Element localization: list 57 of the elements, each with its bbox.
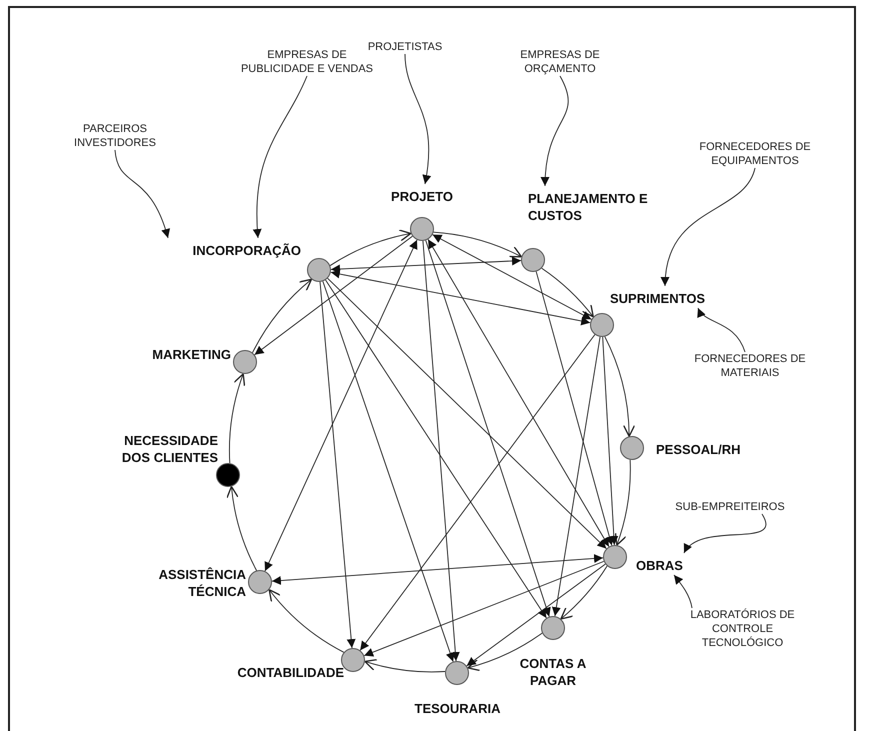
department-label: ASSISTÊNCIA TÉCNICA [158,566,246,600]
arrow [364,560,604,656]
arrow [698,308,746,352]
arrow [253,76,308,238]
arrow [360,334,596,651]
arrow [536,271,614,546]
cycle-arrow [226,486,257,571]
department-label: PLANEJAMENTO E CUSTOS [528,190,649,224]
department-label: CONTABILIDADE [236,664,344,681]
department-label: NECESSIDADE DOS CLIENTES [120,432,218,466]
arrow [661,168,756,286]
arrow [320,282,356,648]
cycle-arrow [614,459,631,546]
arrow [322,280,454,662]
external-agent-label: SUB-EMPREITEIROS [674,500,786,514]
arrow [264,239,418,572]
arrow [422,240,460,662]
external-agent-label: FORNECEDORES DE EQUIPAMENTOS [698,140,812,168]
cycle-arrow [252,278,312,354]
external-agent-label: EMPRESAS DE ORÇAMENTO [519,48,601,76]
cycle-arrow [604,336,635,437]
cycle-arrow [364,658,446,672]
arrow [404,54,431,184]
arrow [602,336,618,546]
arrow [272,554,604,586]
arrow [425,240,551,618]
department-label: TESOURARIA [414,700,502,717]
department-label: CONTAS A PAGAR [518,655,588,689]
arrow [327,278,607,550]
external-agent-label: PARCEIROS INVESTIDORES [73,122,157,150]
arrow [674,574,692,608]
cycle-arrow [433,232,522,258]
arrow [466,564,606,666]
arrow [684,514,766,554]
department-label: PESSOAL/RH [656,441,742,458]
arrow [552,336,601,617]
department-label: PROJETO [390,188,454,205]
department-label: INCORPORAÇÃO [192,242,301,259]
arrow [330,270,591,326]
arrow [432,234,592,320]
cycle-arrow [229,373,246,464]
external-agent-label: LABORATÓRIOS DE CONTROLE TECNOLÓGICO [689,608,796,650]
cycle-arrow [467,632,543,671]
arrow [114,150,170,238]
department-label: SUPRIMENTOS [610,290,706,307]
arrow [330,256,522,274]
arrow [325,280,547,618]
cycle-arrow [541,268,594,318]
arrow [428,238,610,548]
department-label: MARKETING [151,346,231,363]
external-agent-label: FORNECEDORES DE MATERIAIS [693,352,807,380]
arrow [540,76,569,186]
cycle-arrow [560,566,608,620]
cycle-arrow [268,589,344,653]
department-label: OBRAS [636,557,684,574]
cycle-arrow [330,230,412,266]
arrow [254,236,413,356]
